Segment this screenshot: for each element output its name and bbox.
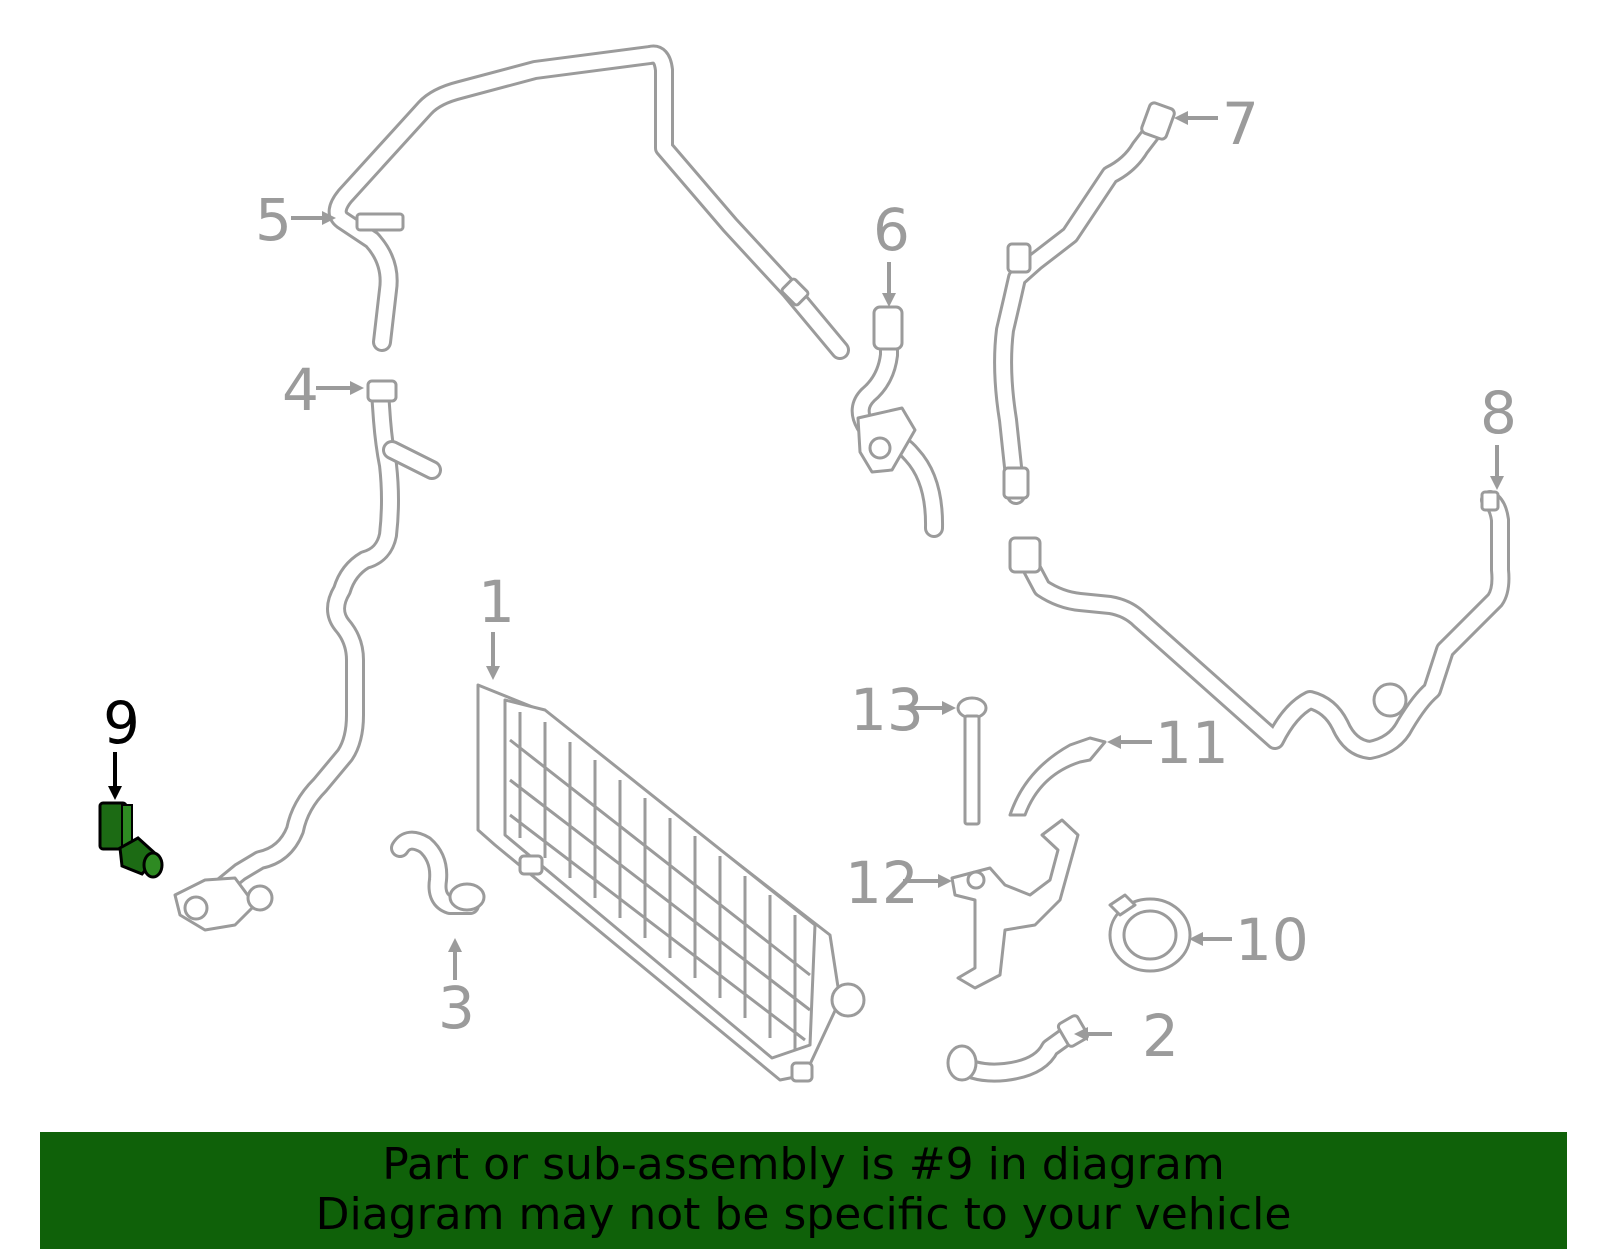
part-8-hose[interactable] [1008, 490, 1511, 760]
part-3-hose[interactable] [390, 830, 486, 915]
part-6-hose[interactable] [850, 305, 945, 538]
callout-6[interactable]: 6 [873, 196, 910, 264]
callout-2[interactable]: 2 [1142, 1002, 1179, 1070]
callout-5[interactable]: 5 [255, 186, 292, 254]
part-9-sensor[interactable] [98, 801, 164, 879]
callout-9[interactable]: 9 [103, 689, 140, 757]
part-4-hose[interactable] [173, 379, 442, 932]
info-banner: Part or sub-assembly is #9 in diagram Di… [40, 1132, 1567, 1249]
part-7-hose[interactable] [993, 101, 1176, 505]
banner-line-part: Part or sub-assembly is #9 in diagram [382, 1139, 1225, 1190]
part-13-bolt[interactable] [956, 696, 988, 826]
callout-3[interactable]: 3 [438, 974, 475, 1042]
part-1-radiator[interactable] [476, 683, 866, 1083]
part-5-hose[interactable] [327, 44, 850, 360]
callout-4[interactable]: 4 [282, 356, 319, 424]
callout-11[interactable]: 11 [1155, 709, 1229, 777]
part-10-pump[interactable] [1108, 893, 1192, 973]
callout-7[interactable]: 7 [1222, 90, 1259, 158]
part-2-hose[interactable] [946, 1014, 1090, 1083]
leader-arrows [108, 111, 1504, 1041]
part-12-bracket[interactable] [950, 818, 1080, 990]
callout-13[interactable]: 13 [850, 676, 924, 744]
callout-labels: 1 2 3 4 5 6 7 8 9 10 11 12 13 [103, 90, 1517, 1070]
part-11-bracket[interactable] [1008, 736, 1107, 817]
callout-12[interactable]: 12 [845, 849, 919, 917]
callout-10[interactable]: 10 [1235, 906, 1309, 974]
banner-line-disclaimer: Diagram may not be specific to your vehi… [315, 1189, 1292, 1240]
callout-1[interactable]: 1 [478, 568, 515, 636]
callout-8[interactable]: 8 [1480, 379, 1517, 447]
